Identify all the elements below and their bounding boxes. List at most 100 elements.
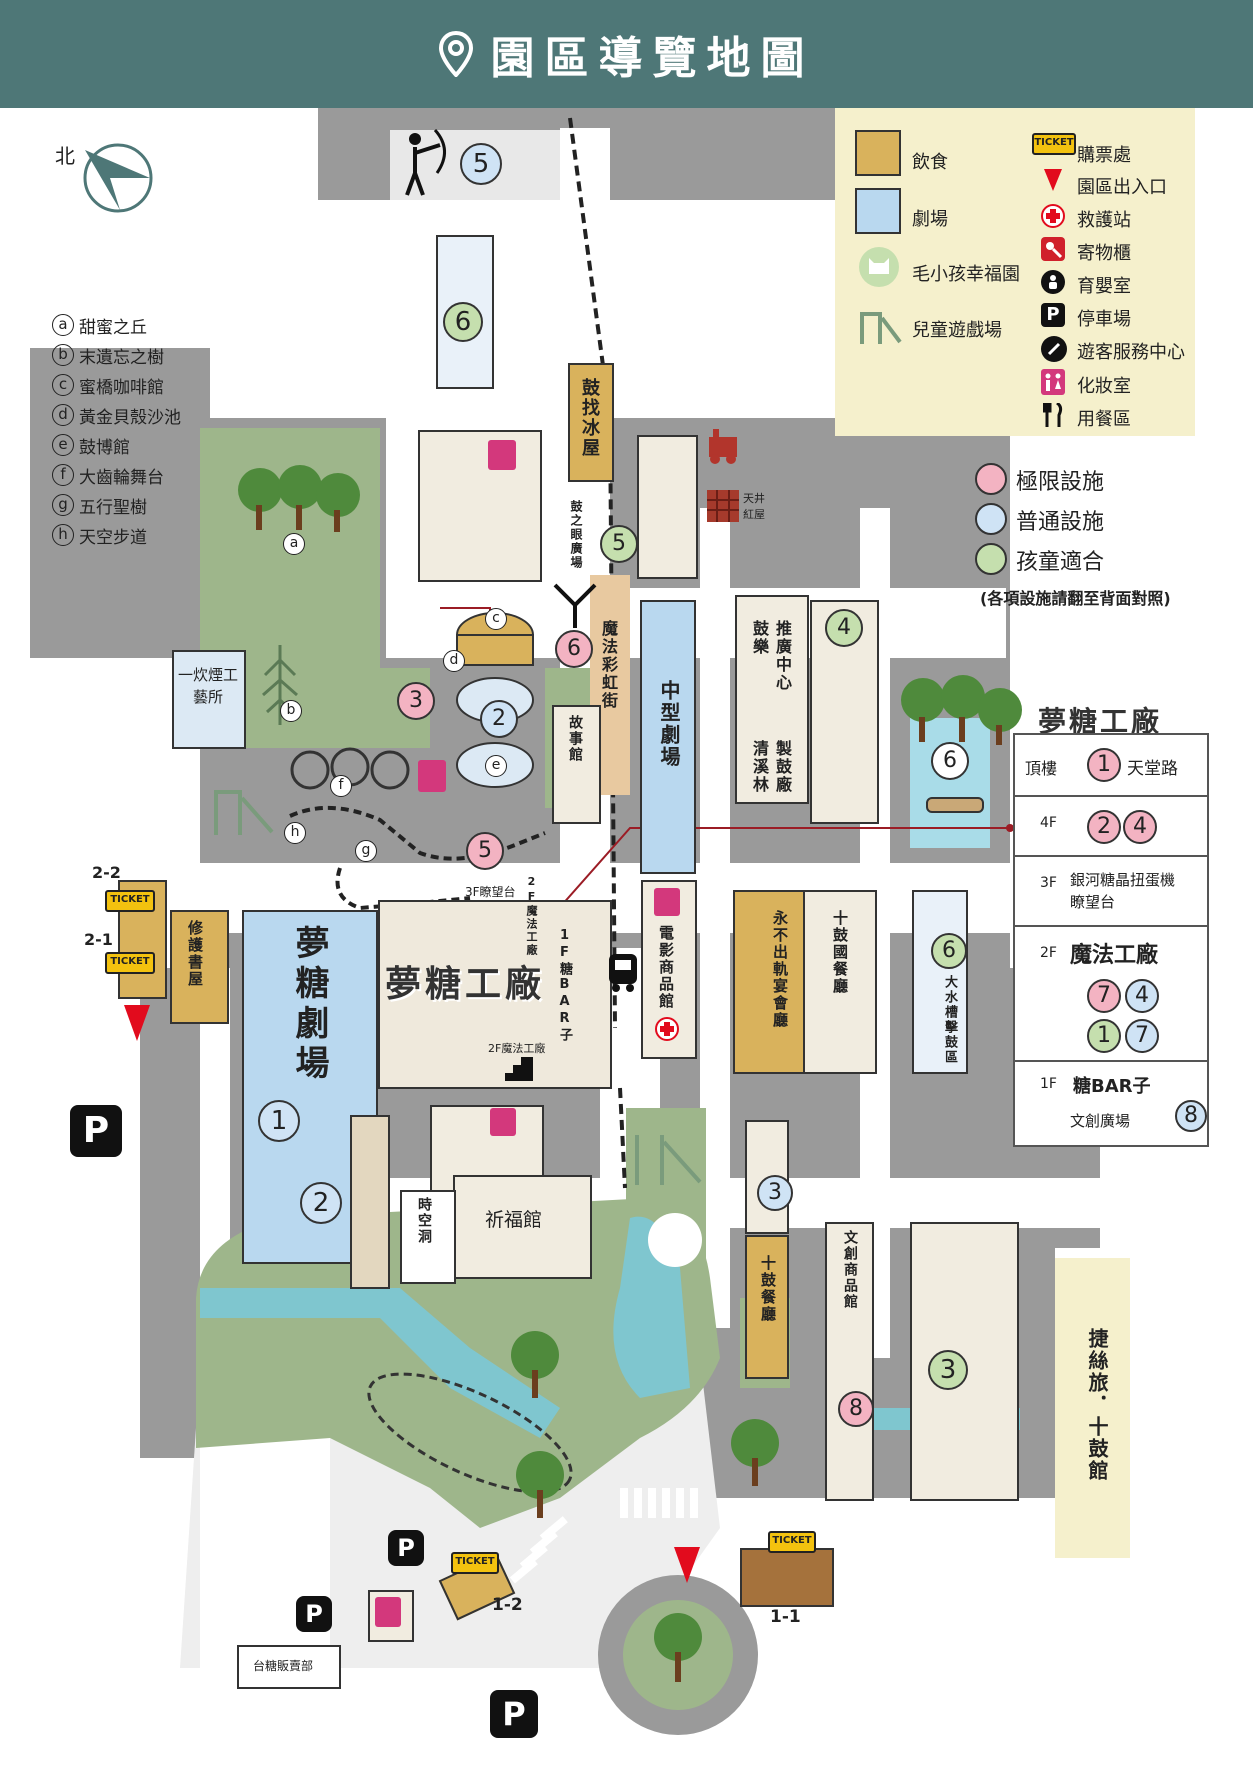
level-kids: 孩童適合 xyxy=(1016,550,1105,575)
marker-3-right-b: 3 xyxy=(928,1350,968,1390)
tree-plaza-1 xyxy=(511,1331,559,1398)
time-tunnel-label: 時空洞 xyxy=(416,1197,432,1245)
entrance-west-icon[interactable] xyxy=(122,1003,152,1043)
level-normal: 普通設施 xyxy=(1016,510,1105,535)
building-creative-shop xyxy=(825,1222,874,1501)
ice-house-label: 鼓找冰屋 xyxy=(579,378,600,458)
never-derail-label: 永不出軌宴會廳 xyxy=(771,910,789,1029)
ticket-booth-1-1 xyxy=(740,1548,834,1607)
prayer-hall-label: 祈福館 xyxy=(485,1209,543,1231)
marker-1-theater: 1 xyxy=(258,1100,300,1142)
building-hotel xyxy=(1055,1258,1130,1558)
repair-books-label: 修護書屋 xyxy=(186,920,204,988)
legend-pet-park: 毛小孩幸福園 xyxy=(912,264,1020,285)
extreme-dot xyxy=(975,463,1007,495)
marker-d: d xyxy=(443,650,465,672)
parking-south-1[interactable]: P xyxy=(388,1530,424,1566)
ticket-1-1-icon[interactable]: TICKET xyxy=(768,1531,816,1553)
playground-west-icon xyxy=(214,790,274,835)
restroom-north-icon xyxy=(488,440,516,470)
ticket-1-2-icon[interactable]: TICKET xyxy=(451,1552,499,1574)
marker-g: g xyxy=(355,840,377,862)
restroom-movie-icon xyxy=(654,888,680,916)
marker-b: b xyxy=(280,700,302,722)
first-aid-icon xyxy=(1041,204,1065,228)
dream-theater-label: 夢糖劇場 xyxy=(289,925,329,1085)
cat-icon xyxy=(859,247,899,287)
restroom-south-icon xyxy=(490,1108,516,1136)
floor-row-1f: 1F 糖BAR子 文創廣場 8 xyxy=(1015,1060,1207,1147)
ticket-1-1-label: 1-1 xyxy=(770,1607,801,1627)
entrance-south-icon[interactable] xyxy=(672,1545,702,1585)
building-dream-factory xyxy=(378,900,612,1089)
mid-theater-label: 中型劇場 xyxy=(657,680,681,768)
floor-row-roof: 頂樓 1 天堂路 xyxy=(1015,735,1207,795)
ticket-2-1-icon[interactable]: TICKET xyxy=(105,952,155,974)
marker-6-right: 6 xyxy=(931,742,969,780)
building-promo xyxy=(735,595,809,804)
building-nw-hall xyxy=(637,435,698,579)
promo-label: 推廣中心 xyxy=(773,620,792,692)
legend-locker: 寄物櫃 xyxy=(1077,243,1131,264)
hotel-label: 捷絲旅．十鼓館 xyxy=(1085,1328,1109,1482)
playground-icon xyxy=(860,312,902,344)
legend-parking: 停車場 xyxy=(1077,309,1131,330)
building-craft xyxy=(172,650,246,749)
marker-c: c xyxy=(485,608,507,630)
water-tank-label: 大水槽擊鼓區 xyxy=(942,975,957,1065)
archer-icon xyxy=(405,128,446,196)
ten-drum-banquet-label: 十鼓國餐廳 xyxy=(831,910,849,995)
floor-row-2f: 2F 魔法工廠 7 4 1 7 xyxy=(1015,925,1207,1062)
building-repair-books xyxy=(170,910,229,1024)
legend-playground: 兒童遊戲場 xyxy=(912,320,1002,341)
header-bar xyxy=(0,0,1253,108)
factory-table-title: 夢糖工廠 xyxy=(1038,705,1163,738)
building-restroom-north xyxy=(418,430,542,582)
kids-dot xyxy=(975,543,1007,575)
bar-1f-label: 1F糖BAR子 xyxy=(557,928,572,1043)
building-6-top xyxy=(436,235,494,389)
parking-south-3[interactable]: P xyxy=(490,1690,538,1738)
page-title-text: 園區導覽地圖 xyxy=(490,33,815,84)
legend-ticket: 購票處 xyxy=(1077,145,1131,166)
creative-shop-label: 文創商品館 xyxy=(842,1230,858,1310)
marker-6-tank: 6 xyxy=(931,933,967,969)
page-title: 園區導覽地圖 xyxy=(0,0,1253,108)
magic-2f-label: 2F魔法工廠 xyxy=(525,875,538,957)
legend-first-aid: 救護站 xyxy=(1077,210,1131,231)
entrance-marker-icon xyxy=(1044,169,1062,191)
restroom-plaza-icon xyxy=(375,1597,401,1627)
red-house-icon xyxy=(707,490,739,522)
locker-icon xyxy=(1041,237,1065,261)
compass-label: 北 xyxy=(55,144,75,168)
tree-roundabout xyxy=(654,1613,702,1682)
lookout-3f-label: 3F瞭望台 xyxy=(465,885,516,899)
ticket-2-1-label: 2-1 xyxy=(84,930,113,949)
compass-icon xyxy=(83,143,153,213)
forgotten-tree-icon xyxy=(262,645,298,725)
parking-west[interactable]: P xyxy=(70,1105,122,1157)
floor-row-4f: 4F 2 4 xyxy=(1015,795,1207,857)
parking-icon: P xyxy=(1041,303,1065,327)
dream-factory-label: 夢糖工廠 xyxy=(385,964,546,1005)
legend-food: 飲食 xyxy=(912,152,948,173)
train-icon xyxy=(609,954,637,992)
magic-street-label: 魔法彩虹街 xyxy=(599,620,618,710)
pet-park-area xyxy=(635,1135,702,1267)
chimney xyxy=(350,1115,390,1289)
tianjing-label: 天井紅屋 xyxy=(743,492,765,521)
nursing-room-icon xyxy=(1041,270,1065,294)
legend-entrance: 園區出入口 xyxy=(1077,177,1167,198)
floor-row-3f: 3F 銀河糖晶扭蛋機 瞭望台 xyxy=(1015,855,1207,927)
building-prayer-hall xyxy=(453,1175,592,1279)
legend-theater: 劇場 xyxy=(912,209,948,230)
ticket-2-2-label: 2-2 xyxy=(92,863,121,882)
ticket-2-2-icon[interactable]: TICKET xyxy=(105,890,155,912)
parking-south-2[interactable]: P xyxy=(296,1596,332,1632)
building-ten-drum-restaurant xyxy=(745,1235,789,1379)
marker-h: h xyxy=(284,822,306,844)
